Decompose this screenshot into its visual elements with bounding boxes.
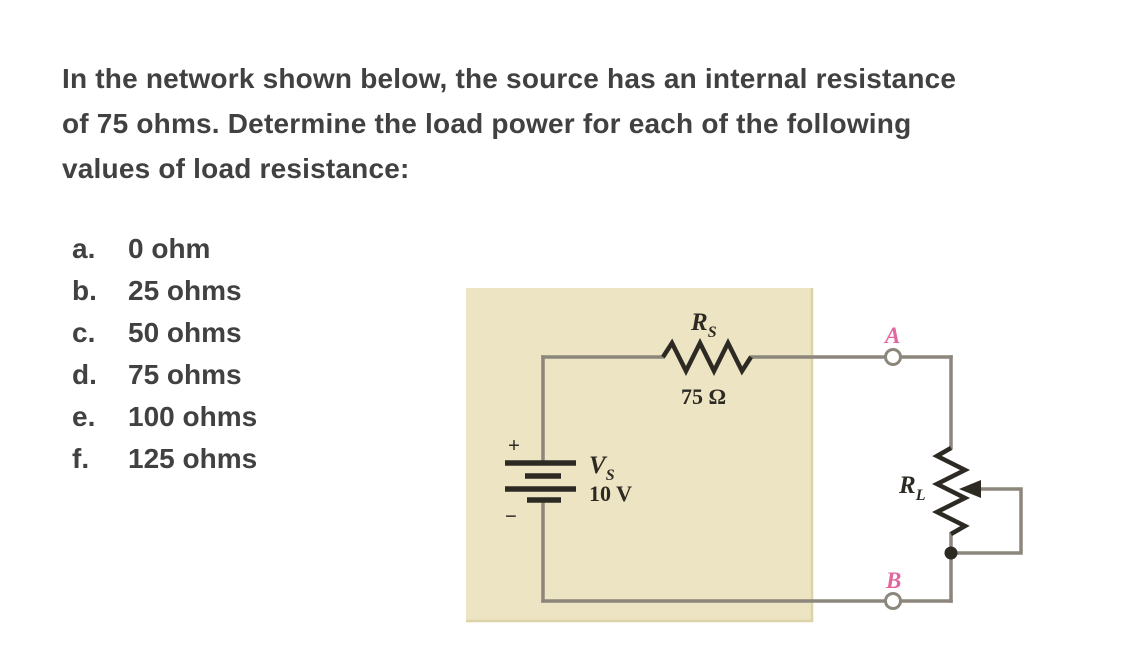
load-resistor-symbol xyxy=(931,446,971,536)
voltage-source-value: 10 V xyxy=(589,481,632,506)
load-resistor-label: RL xyxy=(898,472,926,504)
option-value: 25 ohms xyxy=(128,275,242,306)
problem-statement: In the network shown below, the source h… xyxy=(62,56,1112,191)
terminal-b-label: B xyxy=(885,568,901,593)
option-row: f. 125 ohms xyxy=(72,438,257,480)
battery-icon: + − xyxy=(505,433,576,528)
terminal-a-label: A xyxy=(883,323,900,348)
minus-sign: − xyxy=(505,504,517,528)
option-letter: b. xyxy=(72,275,97,306)
option-letter: c. xyxy=(72,317,96,348)
option-value: 50 ohms xyxy=(128,317,242,348)
source-resistor-symbol xyxy=(661,337,753,377)
source-resistor-label: RS xyxy=(690,309,717,341)
circuit-diagram: + − RS 75 Ω VS 10 V RL A B xyxy=(466,288,1023,623)
junction-dot xyxy=(944,546,958,560)
terminal-b-circle xyxy=(884,592,902,610)
option-row: d. 75 ohms xyxy=(72,354,257,396)
terminal-a-circle xyxy=(884,348,902,366)
statement-line: In the network shown below, the source h… xyxy=(62,63,957,94)
source-region-panel xyxy=(466,288,812,621)
source-region-panel-edge xyxy=(466,288,814,623)
option-row: a. 0 ohm xyxy=(72,228,257,270)
source-resistor-value: 75 Ω xyxy=(681,384,726,409)
option-value: 100 ohms xyxy=(128,401,258,432)
option-row: c. 50 ohms xyxy=(72,312,257,354)
wiper-return-wire xyxy=(951,487,1023,555)
option-row: b. 25 ohms xyxy=(72,270,257,312)
option-letter: e. xyxy=(72,401,96,432)
option-letter: d. xyxy=(72,359,97,390)
option-letter: a. xyxy=(72,233,96,264)
option-row: e. 100 ohms xyxy=(72,396,257,438)
statement-line: of 75 ohms. Determine the load power for… xyxy=(62,108,912,139)
plus-sign: + xyxy=(508,433,520,457)
wiper-arrow-icon xyxy=(959,480,981,498)
option-value: 125 ohms xyxy=(128,443,258,474)
option-value: 75 ohms xyxy=(128,359,242,390)
statement-line: values of load resistance: xyxy=(62,153,410,184)
option-letter: f. xyxy=(72,443,90,474)
option-value: 0 ohm xyxy=(128,233,211,264)
voltage-source-label: VS xyxy=(589,452,615,484)
resistance-options-list: a. 0 ohm b. 25 ohms c. 50 ohms d. 75 ohm… xyxy=(72,228,257,480)
